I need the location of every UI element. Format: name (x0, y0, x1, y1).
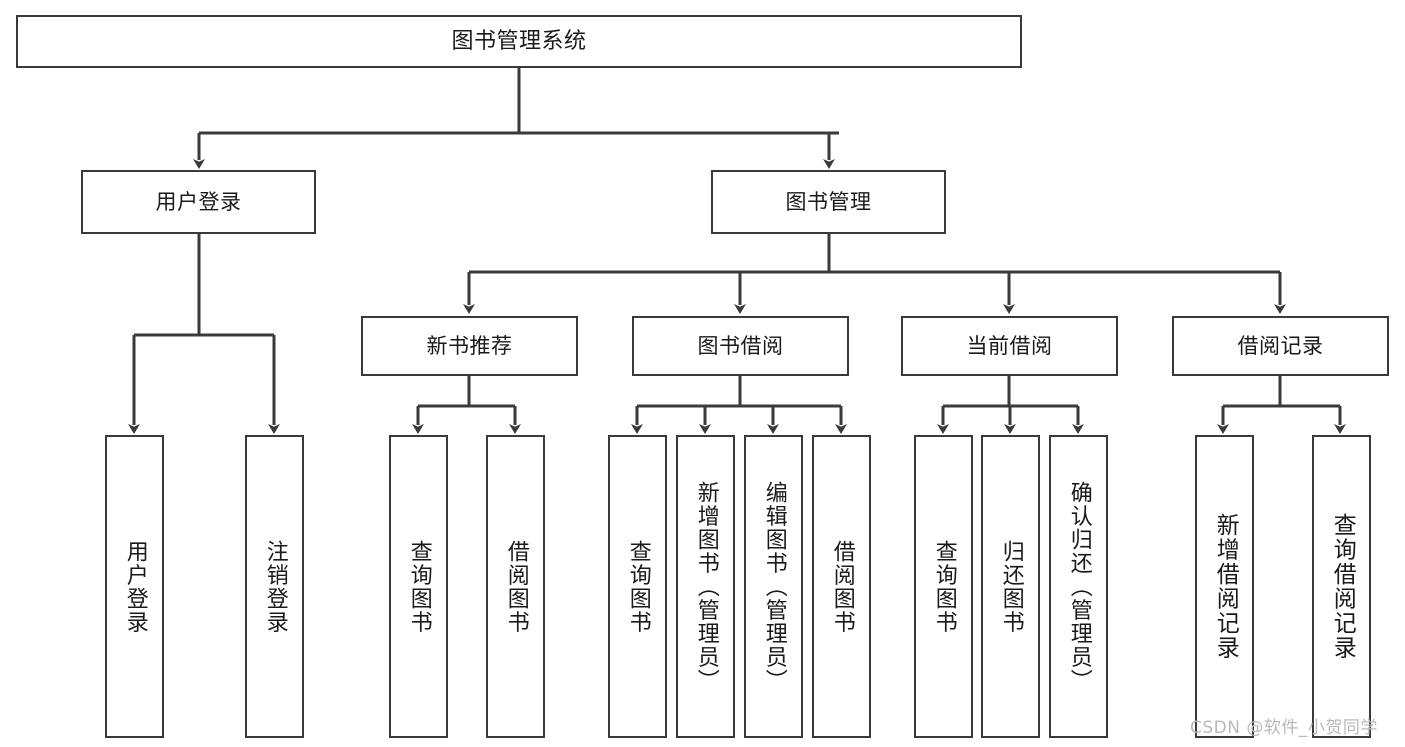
node-label: 查询借阅记录 (1329, 513, 1356, 660)
leaf-borrow-edit-book-admin[interactable]: 编辑图书（管理员） (744, 435, 803, 738)
leaf-text-wrap: 查询图书 (391, 437, 446, 736)
node-label: 查询图书 (625, 539, 651, 634)
leaf-current-confirm-return-admin[interactable]: 确认归还（管理员） (1049, 435, 1108, 738)
leaf-new-book-borrow-book[interactable]: 借阅图书 (486, 435, 545, 738)
leaf-text-wrap: 查询图书 (610, 437, 665, 736)
node-label: 图书借阅 (697, 333, 784, 358)
csdn-watermark: CSDN @软件_小贺同学 (1190, 718, 1378, 738)
leaf-text-wrap: 确认归还（管理员） (1051, 437, 1106, 736)
leaf-text-wrap: 新增图书（管理员） (678, 437, 733, 736)
leaf-text-wrap: 查询借阅记录 (1314, 437, 1369, 736)
leaf-text-wrap: 借阅图书 (814, 437, 869, 736)
node-new-book-recommendation[interactable]: 新书推荐 (361, 316, 578, 376)
node-label: 查询图书 (931, 539, 957, 634)
node-label: 新书推荐 (426, 333, 513, 358)
leaf-record-add-borrow-record[interactable]: 新增借阅记录 (1195, 435, 1254, 738)
node-label: 借阅图书 (503, 539, 529, 634)
node-label: 编辑图书（管理员） (761, 480, 787, 693)
node-label: 查询图书 (406, 539, 432, 634)
node-borrowing-records[interactable]: 借阅记录 (1172, 316, 1389, 376)
node-current-borrowing[interactable]: 当前借阅 (901, 316, 1118, 376)
leaf-text-wrap: 借阅图书 (488, 437, 543, 736)
leaf-text-wrap: 新增借阅记录 (1197, 437, 1252, 736)
leaf-borrow-add-book-admin[interactable]: 新增图书（管理员） (676, 435, 735, 738)
node-label: 图书管理 (785, 189, 872, 214)
node-book-management[interactable]: 图书管理 (711, 170, 946, 234)
node-label: 借阅图书 (829, 539, 855, 634)
node-label: 用户登录 (155, 189, 242, 214)
leaf-text-wrap: 用户登录 (107, 437, 162, 736)
node-label: 新增图书（管理员） (693, 480, 719, 693)
node-label: 归还图书 (998, 539, 1024, 634)
node-book-borrowing[interactable]: 图书借阅 (632, 316, 849, 376)
node-label: 图书管理系统 (451, 28, 587, 54)
leaf-current-query-book[interactable]: 查询图书 (914, 435, 973, 738)
node-label: 用户登录 (122, 539, 148, 634)
node-label: 新增借阅记录 (1212, 513, 1239, 660)
node-label: 借阅记录 (1237, 333, 1324, 358)
leaf-text-wrap: 归还图书 (983, 437, 1038, 736)
leaf-text-wrap: 编辑图书（管理员） (746, 437, 801, 736)
leaf-user-login-login[interactable]: 用户登录 (105, 435, 164, 738)
node-root-book-management-system[interactable]: 图书管理系统 (16, 15, 1022, 68)
node-label: 注销登录 (262, 539, 288, 634)
node-user-login[interactable]: 用户登录 (81, 170, 316, 234)
node-label: 当前借阅 (966, 333, 1053, 358)
leaf-record-query-borrow-record[interactable]: 查询借阅记录 (1312, 435, 1371, 738)
leaf-text-wrap: 查询图书 (916, 437, 971, 736)
leaf-borrow-borrow-book[interactable]: 借阅图书 (812, 435, 871, 738)
leaf-text-wrap: 注销登录 (247, 437, 302, 736)
leaf-borrow-query-book[interactable]: 查询图书 (608, 435, 667, 738)
leaf-current-return-book[interactable]: 归还图书 (981, 435, 1040, 738)
leaf-new-book-query-book[interactable]: 查询图书 (389, 435, 448, 738)
node-label: 确认归还（管理员） (1066, 480, 1092, 693)
leaf-user-login-logout[interactable]: 注销登录 (245, 435, 304, 738)
